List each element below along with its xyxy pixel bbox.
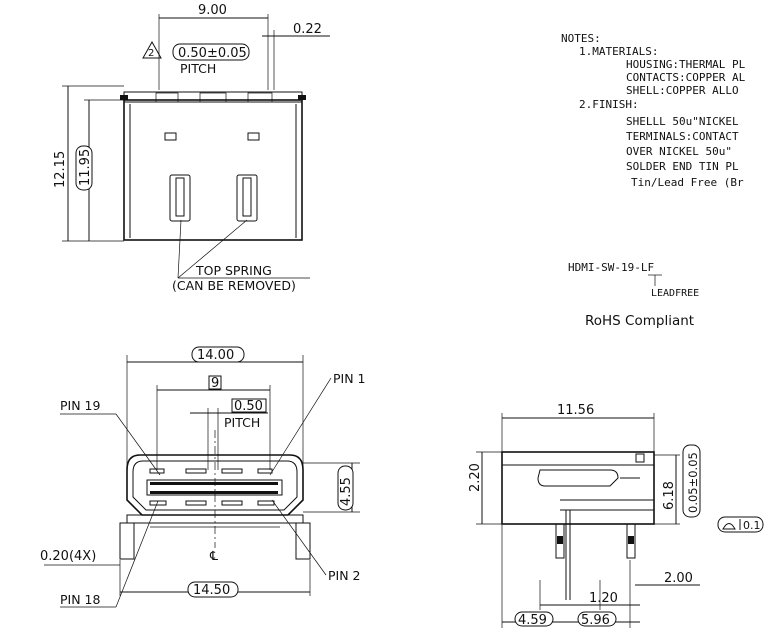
dim-front-bottom: 14.50 [193,583,230,598]
part-number-block: HDMI-SW-19-LF LEADFREE RoHS Compliant [568,261,699,329]
top-view: 9.00 0.22 2 0.50±0.05 PITCH [53,3,330,293]
pin2-label: PIN 2 [328,568,361,583]
notes-line: CONTACTS:COPPER AL [626,71,746,84]
note-flag: 2 [148,48,154,59]
centerline-symbol: ℄ [209,548,218,563]
notes-line: SOLDER END TIN PL [626,160,739,173]
leadfree-label: LEADFREE [651,288,699,299]
pitch-value-top: 0.50±0.05 [178,46,247,61]
front-view: 14.00 9 0.50 PITCH [40,346,366,608]
notes-heading: NOTES: [561,32,601,45]
dim-side-tol: 0.05±0.05 [686,452,700,513]
dim-side-b: 5.96 [581,613,610,628]
notes-line: SHELLL 50u"NICKEL [626,115,739,128]
top-body [123,99,303,241]
pitch-box [172,43,250,61]
side-view: 11.56 2.20 6.18 0.05±0. [468,403,764,628]
hdmi-tongue [146,479,283,496]
dim-side-width: 11.56 [557,403,594,418]
contact-pins [150,482,278,494]
dim-front-top: 14.00 [197,348,234,363]
dim-height-top: 12.15 [53,151,68,188]
notes-line: TERMINALS:CONTACT [626,130,739,143]
side-leads [539,510,636,610]
pin1-label: PIN 1 [333,371,366,386]
notes-line: HOUSING:THERMAL PL [626,58,746,71]
pitch-label-top: PITCH [180,61,216,76]
dim-side-left: 2.20 [468,463,483,492]
dim-tabs: 0.20(4X) [40,549,96,564]
side-body [501,451,655,525]
hdmi-shell [126,454,304,516]
top-springs [169,174,258,222]
dim-front-height: 4.55 [339,477,354,506]
spring-label-1: TOP SPRING [195,263,272,278]
notes-block: NOTES: 1.MATERIALS: HOUSING:THERMAL PL C… [561,32,746,189]
notes-line: 2.FINISH: [579,98,639,111]
pin19-label: PIN 19 [60,398,101,413]
notes-line: OVER NICKEL 50u" [626,145,732,158]
dim-width-top: 9.00 [198,3,227,18]
dim-side-pitch: 1.20 [589,591,618,606]
contact-row-bottom [149,500,275,506]
pitch-label-front: PITCH [224,415,260,430]
dim-pitch-front: 0.50 [234,399,263,414]
dim-side-lead: 2.00 [664,571,693,586]
spring-label-2: (CAN BE REMOVED) [172,278,296,293]
top-pins [136,92,290,103]
dim-side-height: 6.18 [662,481,677,510]
notes-line: 1.MATERIALS: [579,45,658,58]
part-number: HDMI-SW-19-LF [568,261,654,274]
notes-line: SHELL:COPPER ALLO [626,84,739,97]
pin18-label: PIN 18 [60,592,101,607]
dim-side-a: 4.59 [518,613,547,628]
rohs-label: RoHS Compliant [585,313,694,329]
flatness-value: 0.1 [743,519,761,532]
contact-row-top [149,468,273,474]
dim-pitch-span: 9 [211,376,219,391]
dim-height-inner: 11.95 [78,149,93,186]
flatness-callout: 0.1 [717,516,764,533]
dim-small-top: 0.22 [293,22,322,37]
notes-line: Tin/Lead Free (Br [631,176,744,189]
